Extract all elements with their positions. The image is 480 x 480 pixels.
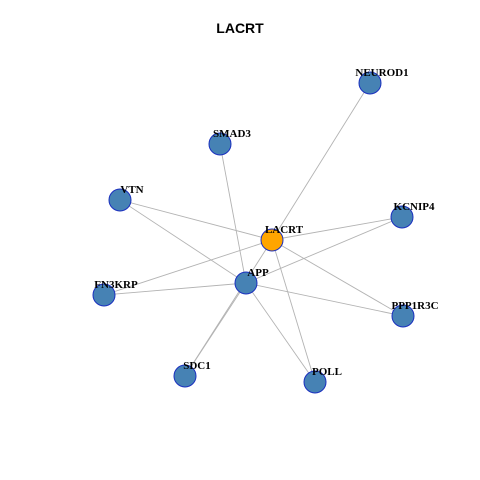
node-circle	[260, 228, 284, 252]
node-circle	[391, 304, 415, 328]
edge-lacrt-vtn	[119, 199, 273, 241]
node-label: FN3KRP	[94, 279, 138, 291]
edge-app-ppp1r3c	[245, 282, 404, 317]
node-label: NEUROD1	[355, 67, 408, 79]
edge-app-poll	[245, 282, 316, 383]
node-vtn: VTN	[108, 184, 144, 212]
node-circle	[234, 271, 258, 295]
node-label: SDC1	[183, 360, 211, 372]
edge-app-kcnip4	[245, 216, 403, 284]
node-kcnip4: KCNIP4	[390, 201, 435, 229]
node-label: KCNIP4	[394, 201, 435, 213]
node-lacrt: LACRT	[260, 224, 304, 252]
edge-lacrt-ppp1r3c	[271, 239, 404, 317]
node-ppp1r3c: PPP1R3C	[391, 300, 439, 328]
node-fn3krp: FN3KRP	[92, 279, 138, 307]
edge-lacrt-fn3krp	[103, 239, 273, 296]
node-app: APP	[234, 267, 269, 295]
node-smad3: SMAD3	[208, 128, 251, 156]
node-label: APP	[247, 267, 269, 279]
node-circle	[173, 364, 197, 388]
edge-app-fn3krp	[103, 282, 247, 296]
node-circle	[358, 71, 382, 95]
node-circle	[108, 188, 132, 212]
node-label: LACRT	[265, 224, 304, 236]
node-circle	[92, 283, 116, 307]
node-label: POLL	[312, 366, 342, 378]
node-label: VTN	[120, 184, 143, 196]
node-sdc1: SDC1	[173, 360, 211, 388]
node-neurod1: NEUROD1	[355, 67, 409, 95]
node-label: SMAD3	[213, 128, 251, 140]
node-label: PPP1R3C	[391, 300, 438, 312]
edge-lacrt-kcnip4	[271, 216, 403, 241]
edge-app-vtn	[119, 199, 247, 284]
edge-lacrt-poll	[271, 239, 316, 383]
edge-layer	[103, 82, 404, 383]
edge-app-smad3	[219, 143, 247, 284]
node-poll: POLL	[303, 366, 342, 394]
edge-app-sdc1	[184, 282, 247, 377]
edge-lacrt-neurod1	[271, 82, 371, 241]
node-circle	[303, 370, 327, 394]
node-circle	[390, 205, 414, 229]
figure-title: LACRT	[216, 20, 264, 36]
node-circle	[208, 132, 232, 156]
